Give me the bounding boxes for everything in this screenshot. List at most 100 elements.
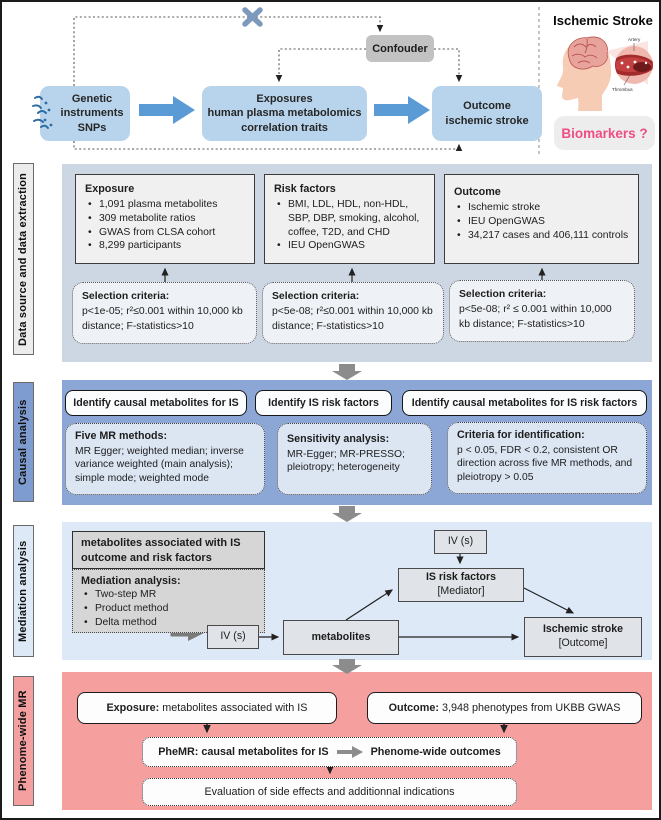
sensitivity-analysis-title: Sensitivity analysis: xyxy=(287,433,390,445)
confounder-box: Confouder xyxy=(366,35,434,62)
mediator-line1: IS risk factors xyxy=(425,571,497,584)
genetic-line1: Genetic xyxy=(71,92,113,105)
iv-left-box: IV (s) xyxy=(207,625,259,649)
risk-factors-title: Risk factors xyxy=(274,183,336,195)
list-item: 309 metabolite ratios xyxy=(85,212,245,226)
selection-criteria-title: Selection criteria: xyxy=(459,289,547,300)
outcome-source-box: Outcome Ischemic stroke IEU OpenGWAS 34,… xyxy=(444,174,639,264)
evaluation-text: Evaluation of side effects and additionn… xyxy=(204,786,455,798)
iv-top-box: IV (s) xyxy=(434,530,487,554)
mediation-header-line2: outcome and risk factors xyxy=(81,551,212,564)
selection-criteria-text: p<5e-08; r² ≤ 0.001 within 10,000 kb dis… xyxy=(459,304,612,331)
section-arrow-3 xyxy=(332,659,362,674)
evaluation-box: Evaluation of side effects and additionn… xyxy=(142,778,517,806)
five-mr-methods-text: MR Egger; weighted median; inverse varia… xyxy=(75,445,244,484)
selection-criteria-box-2: Selection criteria: p<5e-08; r²≤0.001 wi… xyxy=(262,282,444,344)
phemr-arrow-icon xyxy=(336,746,363,758)
sensitivity-analysis-box: Sensitivity analysis: MR-Egger; MR-PRESS… xyxy=(277,423,432,495)
phenome-exposure-box: Exposure: metabolites associated with IS xyxy=(77,692,337,724)
selection-criteria-text: p<5e-08; r²≤0.001 within 10,000 kb dista… xyxy=(272,306,433,333)
block-arrow-exposures-to-outcome xyxy=(374,96,430,124)
list-item: Delta method xyxy=(81,616,256,630)
thrombus-label: Thrombus xyxy=(612,87,633,92)
list-item: BMI, LDL, HDL, non-HDL, SBP, DBP, smokin… xyxy=(274,198,425,239)
section-label-phenome: Phenome-wide MR xyxy=(13,676,34,806)
list-item: Product method xyxy=(81,602,256,616)
brain-shape xyxy=(567,36,608,70)
stroke-panel-title: Ischemic Stroke xyxy=(553,13,653,28)
dashed-line-snp-to-confounder xyxy=(73,16,384,86)
exposures-line1: Exposures xyxy=(256,92,313,105)
identification-criteria-box: Criteria for identification: p < 0.05, F… xyxy=(447,422,647,494)
selection-criteria-box-3: Selection criteria: p<5e-08; r² ≤ 0.001 … xyxy=(449,280,635,342)
block-arrow-snp-to-exposures xyxy=(139,96,195,124)
outcome-top-line2: ischemic stroke xyxy=(445,114,529,127)
section-label-data-source: Data source and data extraction xyxy=(13,163,34,355)
dashed-line-confounder-to-outcome xyxy=(434,48,463,83)
list-item: IEU OpenGWAS xyxy=(454,215,629,229)
genetic-instruments-box: Genetic instruments SNPs xyxy=(40,86,130,141)
metabolites-box: metabolites xyxy=(283,620,399,655)
outcome-source-title: Outcome xyxy=(454,186,501,198)
confounder-label: Confouder xyxy=(372,42,428,55)
list-item: Two-step MR xyxy=(81,588,256,602)
selection-criteria-title: Selection criteria: xyxy=(272,291,360,302)
selection-criteria-text: p<1e-05; r²≤0.001 within 10,000 kb dista… xyxy=(82,306,243,333)
five-mr-methods-box: Five MR methods: MR Egger; weighted medi… xyxy=(65,423,265,495)
artery-vessel xyxy=(615,54,653,76)
section-arrow-2 xyxy=(332,506,362,522)
biomarkers-box: Biomarkers ? xyxy=(554,116,655,150)
exposures-line3: correlation traits xyxy=(241,121,328,134)
mediation-methods-box: Mediation analysis: Two-step MR Product … xyxy=(72,569,265,633)
exposure-source-box: Exposure 1,091 plasma metabolites 309 me… xyxy=(75,174,255,264)
selection-criteria-title: Selection criteria: xyxy=(82,291,170,302)
phenome-exposure-text: metabolites associated with IS xyxy=(159,702,308,714)
phenome-outcome-box: Outcome: 3,948 phenotypes from UKBB GWAS xyxy=(367,692,642,724)
phemr-box: PheMR: causal metabolites for IS Phenome… xyxy=(142,737,517,767)
section-label-causal: Causal analysis xyxy=(13,382,34,502)
genetic-line3: SNPs xyxy=(77,121,107,134)
phemr-left-text: PheMR: causal metabolites for IS xyxy=(158,746,329,758)
biomarkers-label: Biomarkers ? xyxy=(561,125,648,141)
mediator-box: IS risk factors [Mediator] xyxy=(398,568,524,602)
list-item: 1,091 plasma metabolites xyxy=(85,198,245,212)
artery-label: Artery xyxy=(628,37,641,42)
exposures-box: Exposures human plasma metabolomics corr… xyxy=(202,86,367,141)
thrombus-label-line xyxy=(623,74,631,86)
stroke-outcome-line2: [Outcome] xyxy=(558,637,608,649)
identification-criteria-title: Criteria for identification: xyxy=(457,429,585,441)
list-item: IEU OpenGWAS xyxy=(274,239,425,253)
causal-header-3: Identify causal metabolites for IS risk … xyxy=(402,390,647,416)
mediation-methods-title: Mediation analysis: xyxy=(81,575,181,587)
exclusion-x-icon xyxy=(242,7,263,27)
five-mr-methods-title: Five MR methods: xyxy=(75,430,168,442)
identification-criteria-text: p < 0.05, FDR < 0.2, consistent OR direc… xyxy=(457,444,633,483)
stroke-outcome-line1: Ischemic stroke xyxy=(542,623,624,636)
phenome-outcome-text: 3,948 phenotypes from UKBB GWAS xyxy=(438,702,621,714)
stroke-illustration: Artery Thrombus xyxy=(557,36,653,111)
dashed-line-snp-to-outcome-direct xyxy=(73,141,463,152)
arrow-metabolites-to-mediator xyxy=(345,589,394,621)
ischemic-stroke-outcome-box: Ischemic stroke [Outcome] xyxy=(524,617,642,657)
phenome-exposure-label: Exposure: xyxy=(106,702,160,714)
risk-factors-box: Risk factors BMI, LDL, HDL, non-HDL, SBP… xyxy=(264,174,435,264)
list-item: 8,299 participants xyxy=(85,239,245,253)
mediation-header-line1: metabolites associated with IS xyxy=(81,537,241,549)
brain-folds xyxy=(571,38,598,64)
dashed-line-confounder-to-exposures xyxy=(275,48,366,83)
snp-dna-icon xyxy=(32,95,53,129)
outcome-top-box: Outcome ischemic stroke xyxy=(432,86,542,141)
list-item: 34,217 cases and 406,111 controls xyxy=(454,229,629,243)
section-arrow-1 xyxy=(332,364,362,380)
causal-header-2: Identify IS risk factors xyxy=(255,390,392,416)
exposures-line2: human plasma metabolomics xyxy=(207,107,362,120)
section-label-mediation: Mediation analysis xyxy=(13,525,34,657)
phenome-outcome-label: Outcome: xyxy=(388,702,439,714)
genetic-line2: instruments xyxy=(60,107,124,120)
exposure-source-title: Exposure xyxy=(85,183,135,195)
selection-criteria-box-1: Selection criteria: p<1e-05; r²≤0.001 wi… xyxy=(72,282,257,344)
phemr-right-text: Phenome-wide outcomes xyxy=(370,746,501,758)
list-item: GWAS from CLSA cohort xyxy=(85,226,245,240)
